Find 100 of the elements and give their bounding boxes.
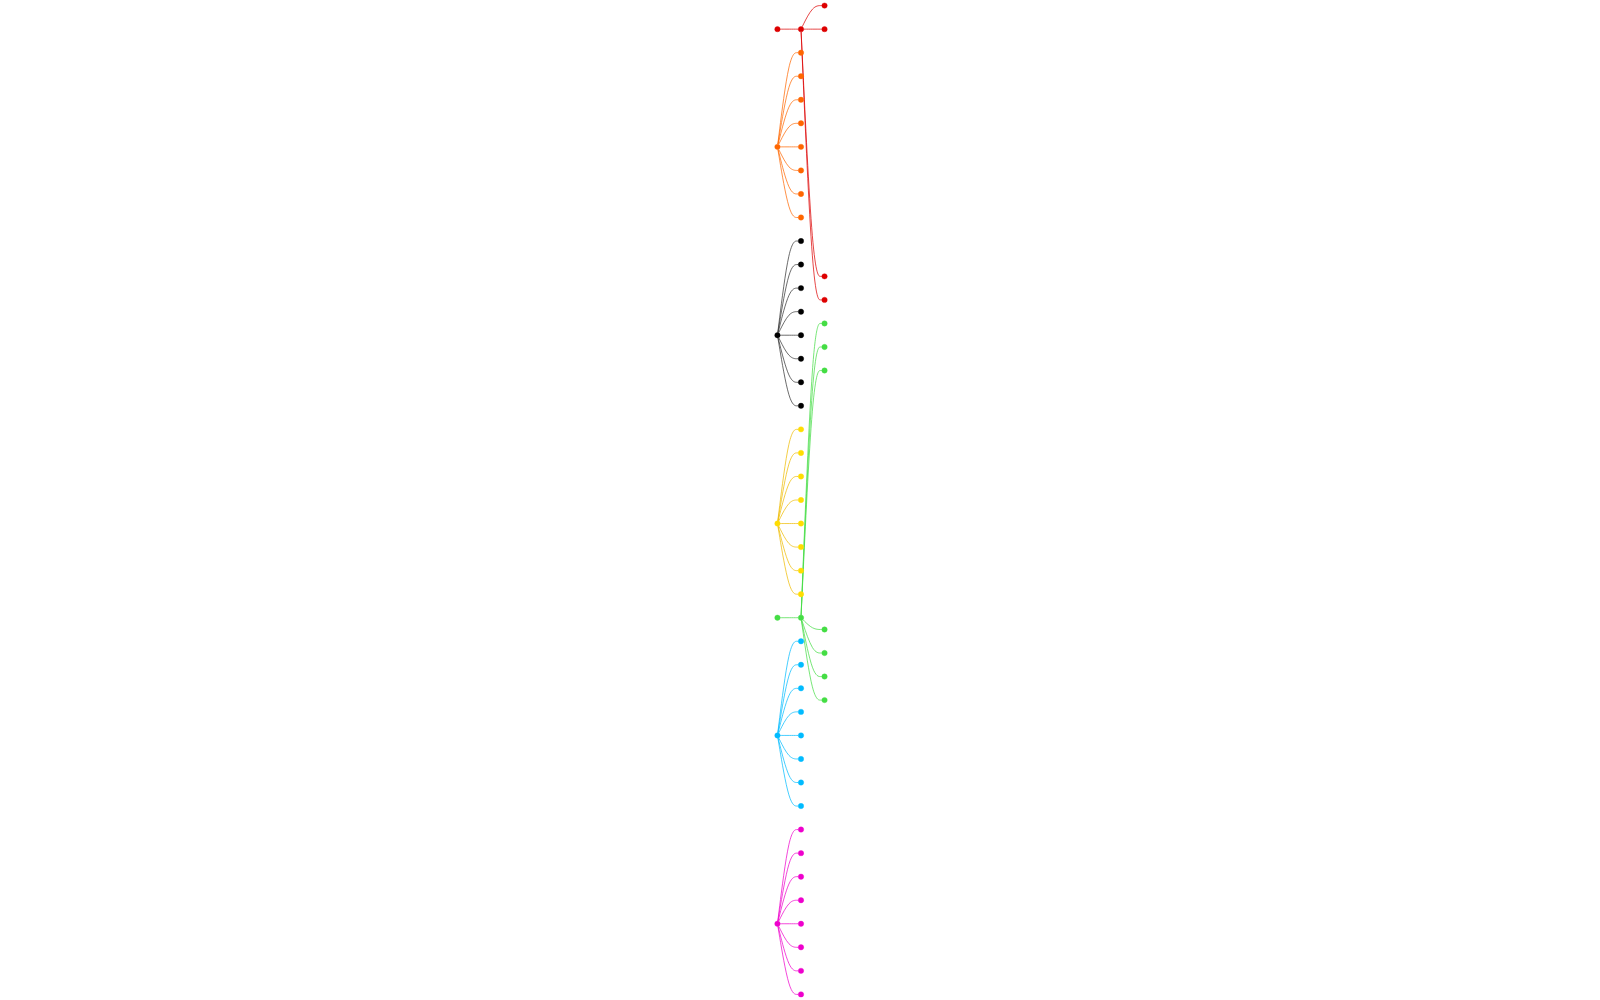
connector (776, 75, 798, 145)
connector (778, 923, 798, 925)
node-circle (797, 567, 803, 574)
node-circle (797, 756, 803, 762)
node-circle (820, 2, 827, 9)
connector (776, 452, 798, 522)
node-circle (797, 732, 803, 739)
connector (776, 525, 798, 571)
node-circle (820, 367, 827, 374)
connector (776, 429, 798, 522)
node-circle (820, 650, 827, 656)
connector (778, 735, 798, 736)
connector (778, 28, 798, 30)
connector (778, 617, 798, 619)
node-circle (797, 826, 803, 833)
node-circle (797, 308, 803, 315)
node-circle (797, 120, 803, 127)
connector (776, 876, 798, 922)
node-circle (797, 214, 803, 221)
node-circle (773, 332, 780, 339)
connector (776, 337, 798, 407)
connector (777, 311, 798, 334)
connector (776, 926, 798, 995)
connector (776, 688, 798, 734)
node-circle (773, 143, 780, 150)
connector (777, 148, 798, 171)
node-circle (797, 991, 803, 998)
node-circle (797, 238, 803, 244)
node-circle (797, 167, 803, 174)
connector (776, 737, 798, 783)
connector (802, 28, 822, 30)
connector (776, 640, 798, 734)
node-circle (797, 638, 803, 645)
connector (776, 476, 798, 522)
connector (777, 925, 798, 948)
node-circle (797, 520, 803, 527)
connector (776, 149, 798, 195)
connector (777, 499, 798, 522)
node-circle (773, 26, 780, 33)
connector (777, 899, 798, 922)
node-circle (797, 614, 803, 621)
node-circle (797, 73, 803, 80)
node-circle (797, 873, 803, 880)
connector (776, 926, 798, 972)
node-circle (797, 544, 803, 550)
node-circle (820, 673, 827, 680)
node-circle (797, 261, 803, 268)
node-circle (820, 697, 827, 703)
connector (778, 334, 798, 336)
connector (776, 737, 798, 807)
node-circle (797, 497, 803, 503)
node-circle (797, 285, 803, 291)
connector (800, 620, 822, 677)
node-circle (797, 49, 803, 56)
node-circle (797, 967, 803, 974)
node-circle (820, 26, 827, 33)
connector (801, 619, 822, 630)
connector (778, 523, 798, 524)
connector (776, 287, 798, 333)
connector (776, 525, 798, 595)
node-circle (797, 803, 803, 809)
node-circle (797, 685, 803, 692)
connector (776, 264, 798, 333)
connector (776, 829, 798, 922)
node-circle (820, 344, 827, 350)
node-circle (797, 191, 803, 197)
node-circle (797, 591, 803, 598)
node-circle (797, 709, 803, 715)
node-circle (773, 520, 780, 527)
node-circle (797, 450, 803, 456)
node-circle (797, 661, 803, 668)
connector (777, 337, 798, 360)
connector (776, 99, 798, 145)
node-circle (797, 332, 803, 339)
node-circle (820, 273, 827, 280)
connector (776, 852, 798, 922)
node-circle (773, 920, 780, 927)
connector (777, 711, 798, 734)
connector (778, 146, 798, 148)
node-circle (797, 897, 803, 904)
connector (777, 737, 798, 760)
node-circle (797, 426, 803, 433)
node-circle (797, 355, 803, 362)
node-circle (773, 732, 780, 739)
node-circle (797, 26, 803, 33)
connector (776, 664, 798, 734)
node-circle (797, 944, 803, 951)
connector (800, 619, 822, 654)
node-circle (797, 779, 803, 786)
connector (776, 337, 798, 383)
node-circle (820, 320, 827, 327)
connector (800, 620, 822, 701)
node-circle (797, 402, 803, 409)
connector (776, 52, 798, 145)
node-circle (820, 297, 827, 303)
connector (777, 525, 798, 548)
node-circle (820, 626, 827, 633)
node-circle (797, 473, 803, 480)
connector (776, 240, 798, 333)
node-circle (797, 379, 803, 386)
